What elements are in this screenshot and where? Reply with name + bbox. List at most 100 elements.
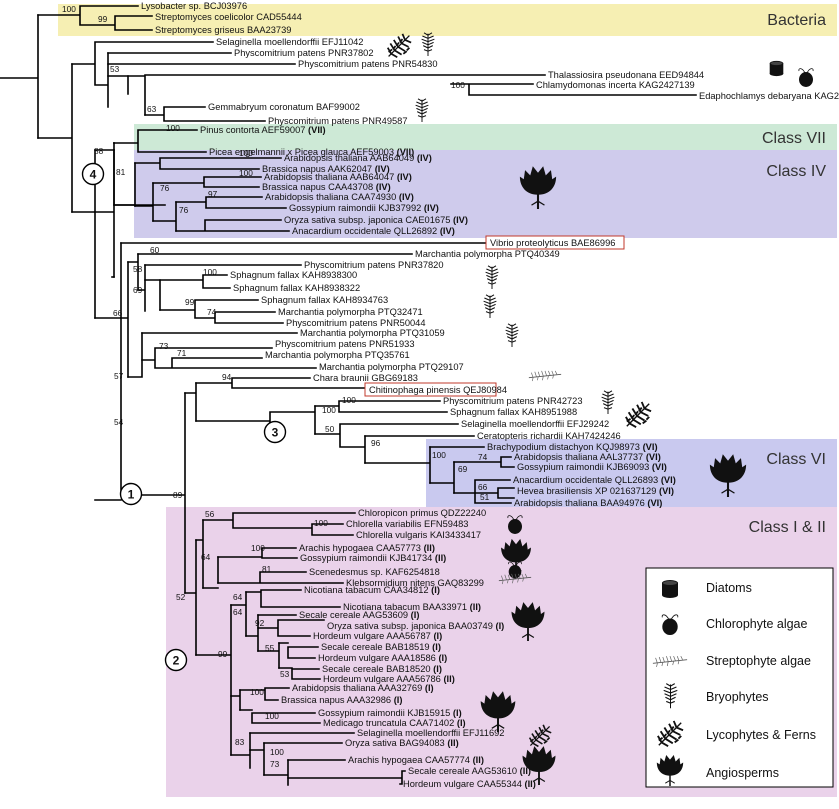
bootstrap-value: 64 (233, 607, 243, 617)
taxon-label: Brassica napus CAA43708 (IV) (262, 182, 391, 192)
bootstrap-values: 100 99 53 100 63 88 100 81 100 76 100 76… (62, 4, 490, 769)
bryophyte-icon (483, 294, 497, 319)
bootstrap-value: 99 (218, 649, 228, 659)
taxon-label: Physcomitrium patens PNR49587 (268, 116, 408, 126)
bootstrap-value: 92 (255, 618, 265, 628)
bootstrap-value: 64 (201, 552, 211, 562)
bootstrap-value: 60 (150, 245, 160, 255)
legend-label: Angiosperms (706, 766, 779, 780)
bootstrap-value: 81 (262, 564, 272, 574)
bootstrap-value: 100 (451, 80, 465, 90)
taxon-label: Sphagnum fallax KAH8934763 (261, 295, 388, 305)
bootstrap-value: 99 (98, 14, 108, 24)
taxon-label: Secale cereale BAB18519 (I) (321, 642, 441, 652)
bootstrap-value: 94 (222, 372, 232, 382)
bootstrap-value: 100 (322, 405, 336, 415)
taxon-label: Sphagnum fallax KAH8938322 (233, 283, 360, 293)
bootstrap-value: 83 (235, 737, 245, 747)
taxon-label: Chara braunii GBG69183 (313, 373, 418, 383)
node-marker-1: 1 (119, 482, 143, 506)
bootstrap-value: 53 (110, 64, 120, 74)
bootstrap-value: 73 (159, 341, 169, 351)
bootstrap-value: 96 (371, 438, 381, 448)
highlight-box (364, 382, 497, 397)
taxon-label: Oryza sativa BAG94083 (II) (345, 738, 459, 748)
taxon-label: Secale cereale AAG53609 (I) (299, 610, 419, 620)
taxon-label: Arabidopsis thaliana BAA94976 (VI) (514, 498, 662, 508)
bootstrap-value: 100 (62, 4, 76, 14)
node-marker-2: 2 (164, 648, 188, 672)
legend-label: Streptophyte algae (706, 654, 811, 668)
svg-text:1: 1 (128, 488, 135, 502)
taxon-label: Marchantia polymorpha PTQ29107 (319, 362, 464, 372)
band-label-class-iv: Class IV (766, 163, 826, 180)
taxon-label: Physcomitrium patens PNR37820 (304, 260, 444, 270)
bootstrap-value: 55 (265, 643, 275, 653)
taxon-label: Chlamydomonas incerta KAG2427139 (536, 80, 695, 90)
taxon-label: Nicotiana tabacum BAA33971 (II) (343, 602, 481, 612)
bootstrap-value: 88 (94, 146, 104, 156)
tree-branches (0, 5, 697, 786)
bootstrap-value: 76 (179, 205, 189, 215)
bootstrap-value: 100 (250, 687, 264, 697)
bootstrap-value: 76 (160, 183, 170, 193)
taxon-label: Physcomitrium patens PNR37802 (234, 48, 374, 58)
taxon-label: Gossypium raimondii KJB15915 (I) (318, 708, 462, 718)
diatom-icon (662, 580, 678, 598)
bryophyte-icon (601, 390, 615, 415)
taxon-label: Arabidopsis thaliana AAL37737 (VI) (514, 452, 661, 462)
taxon-label: Arachis hypogaea CAA57774 (II) (348, 755, 484, 765)
taxon-label: Selaginella moellendorffii EFJ11692 (357, 728, 504, 738)
taxon-label: Hordeum vulgare AAA56787 (I) (313, 631, 442, 641)
bootstrap-value: 99 (185, 297, 195, 307)
taxon-label: Hevea brasiliensis XP 021637129 (VI) (517, 486, 674, 496)
bootstrap-value: 100 (203, 267, 217, 277)
bootstrap-value: 100 (342, 395, 356, 405)
taxon-label: Marchantia polymorpha PTQ31059 (300, 328, 445, 338)
bootstrap-value: 57 (114, 371, 124, 381)
taxon-label: Picea engelmannii x Picea glauca AEF5900… (209, 147, 414, 157)
bootstrap-value: 97 (208, 189, 218, 199)
bootstrap-value: 69 (133, 285, 143, 295)
taxon-label: Hordeum vulgare AAA18586 (I) (318, 653, 447, 663)
taxon-label: Chlorella variabilis EFN59483 (346, 519, 468, 529)
bootstrap-value: 74 (478, 452, 488, 462)
bootstrap-value: 66 (478, 482, 488, 492)
taxon-label: Selaginella moellendorffii EFJ11042 (216, 37, 363, 47)
bootstrap-value: 71 (177, 348, 187, 358)
svg-text:3: 3 (272, 426, 279, 440)
legend: Diatoms Chlorophyte algae Streptophyte a… (645, 567, 834, 788)
taxon-label: Anacardium occidentale QLL26893 (VI) (513, 475, 676, 485)
legend-box (645, 567, 834, 788)
bootstrap-value: 100 (239, 148, 253, 158)
bryophyte-icon (415, 98, 429, 123)
taxon-label: Thalassiosira pseudonana EED94844 (548, 70, 704, 80)
band-class-iv (134, 150, 837, 238)
bootstrap-value: 100 (166, 123, 180, 133)
bootstrap-value: 69 (458, 464, 468, 474)
taxon-label: Arachis hypogaea CAA57773 (II) (299, 543, 435, 553)
taxon-label: Streptomyces coelicolor CAD55444 (155, 12, 302, 22)
band-label-bacteria: Bacteria (767, 12, 826, 29)
bootstrap-value: 63 (147, 104, 157, 114)
taxon-label: Sphagnum fallax KAH8938300 (230, 270, 357, 280)
taxon-label: Physcomitrium patens PNR54830 (298, 59, 438, 69)
bootstrap-value: 66 (113, 308, 123, 318)
taxon-label: Scenedesmus sp. KAF6254818 (309, 567, 440, 577)
streptophyte-icon (528, 370, 562, 382)
taxon-label: Hordeum vulgare CAA55344 (II) (403, 779, 536, 789)
taxon-label: Nicotiana tabacum CAA34812 (I) (304, 585, 440, 595)
bootstrap-value: 100 (265, 711, 279, 721)
taxon-label: Vibrio proteolyticus BAE86996 (490, 238, 615, 248)
legend-label: Diatoms (706, 581, 752, 595)
taxon-label: Gossypium raimondii KJB41734 (II) (300, 553, 446, 563)
diatom-icon (769, 60, 784, 77)
taxon-label: Arabidopsis thaliana AAA32769 (I) (292, 683, 434, 693)
chlorophyte-icon (798, 68, 814, 87)
bootstrap-value: 100 (251, 543, 265, 553)
taxon-label: Anacardium occidentale QLL26892 (IV) (292, 226, 455, 236)
bootstrap-value: 64 (233, 592, 243, 602)
lycophyte-fern-icon (386, 33, 412, 59)
svg-text:4: 4 (90, 168, 97, 182)
